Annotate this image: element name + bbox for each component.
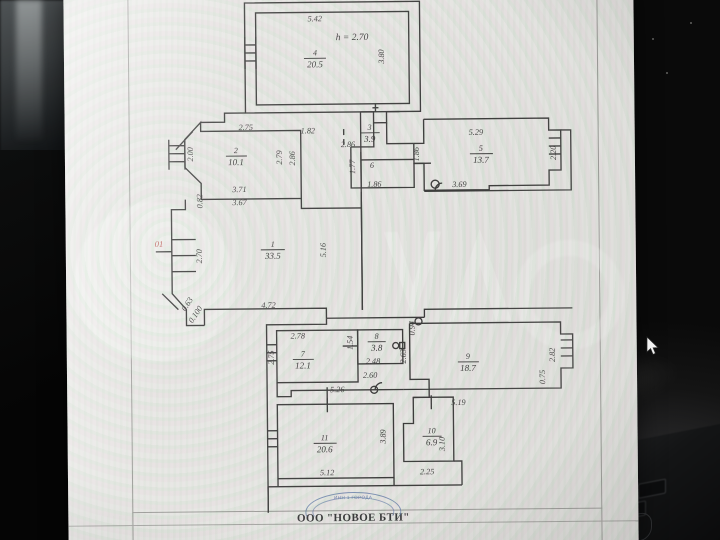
official-stamp: ИНН 1 ГОРОДА — [305, 490, 402, 517]
room-10-number: 10 — [428, 426, 436, 435]
floor-plan-drawing: 5.42 h = 2.70 4 20.5 3.80 2.75 2 10.1 2.… — [127, 0, 602, 514]
dim-2-75-b: 2.75 — [267, 350, 276, 364]
room-6-number: 6 — [370, 161, 374, 170]
dim-3-67: 3.67 — [231, 198, 247, 207]
room-1-number: 1 — [271, 240, 275, 249]
room-10-area: 6.9 — [426, 437, 438, 447]
dim-1-54: 1.54 — [346, 336, 355, 350]
dim-5-16: 5.16 — [319, 242, 328, 257]
room-8-number: 8 — [375, 332, 379, 341]
room-1-area: 33.5 — [264, 251, 281, 261]
dim-2-20: 2.20 — [549, 146, 558, 160]
background-light-streak — [16, 0, 42, 140]
room-3-area: 3.9 — [363, 134, 376, 144]
room-11-area: 20.6 — [317, 444, 333, 454]
room-3-number: 3 — [367, 123, 372, 132]
dim-2-79: 2.79 — [275, 150, 284, 164]
red-marker-01: 01 — [155, 239, 164, 249]
dim-3-80: 3.80 — [377, 49, 386, 64]
dim-2-82: 2.82 — [548, 348, 557, 362]
room-2-number: 2 — [234, 146, 238, 155]
dim-2-63: 2.63 — [399, 349, 408, 363]
dim-3-69: 3.69 — [451, 180, 466, 189]
room-5-number: 5 — [479, 144, 483, 153]
dim-2-70: 2.70 — [195, 249, 204, 263]
dim-1-86-b: 1.86 — [412, 146, 421, 161]
monitor-displaying-floorplan: 5.42 h = 2.70 4 20.5 3.80 2.75 2 10.1 2.… — [63, 0, 639, 540]
room-9-number: 9 — [466, 352, 470, 361]
dim-2-60: 2.60 — [363, 371, 377, 380]
dim-1-82: 1.82 — [301, 126, 315, 135]
ceiling-height-label: h = 2.70 — [336, 33, 369, 43]
dim-3-10: 3.10 — [438, 437, 447, 452]
dim-2-48: 2.48 — [366, 357, 380, 366]
dim-5-26: 5.26 — [330, 385, 345, 394]
room-4-number: 4 — [313, 48, 317, 57]
dim-2-78: 2.78 — [291, 331, 305, 340]
dim-1-77: 1.77 — [348, 159, 357, 174]
room-5-area: 13.7 — [473, 155, 489, 165]
room-9-area: 18.7 — [460, 363, 476, 373]
room-7-area: 12.1 — [295, 360, 311, 370]
dim-0-82: 0.82 — [195, 194, 204, 208]
room-4-area: 20.5 — [307, 59, 323, 69]
dim-5-19: 5.19 — [451, 398, 465, 407]
dim-0-94: 0.94 — [407, 321, 416, 335]
dim-3-71: 3.71 — [231, 185, 246, 194]
room-2-area: 10.1 — [228, 157, 244, 167]
dim-2-00: 2.00 — [186, 147, 195, 161]
dim-5-12: 5.12 — [320, 468, 334, 477]
dim-2-86-b: 2.86 — [341, 140, 356, 149]
dim-1-86-a: 1.86 — [367, 180, 382, 189]
room-8-area: 3.8 — [370, 343, 383, 353]
dim-5-29: 5.29 — [469, 128, 483, 137]
dim-3-89: 3.89 — [379, 429, 388, 444]
mouse-pointer-icon — [646, 336, 659, 355]
dim-5-42: 5.42 — [308, 14, 322, 23]
dim-2-75: 2.75 — [239, 123, 253, 132]
dim-2-86-a: 2.86 — [288, 150, 297, 165]
dim-0-75: 0.75 — [538, 370, 547, 384]
dim-2-25: 2.25 — [420, 467, 434, 476]
dim-4-72: 4.72 — [261, 301, 275, 310]
stamp-text: ИНН 1 ГОРОДА — [334, 494, 373, 501]
room-11-number: 11 — [321, 433, 328, 442]
room-7-number: 7 — [301, 349, 306, 358]
